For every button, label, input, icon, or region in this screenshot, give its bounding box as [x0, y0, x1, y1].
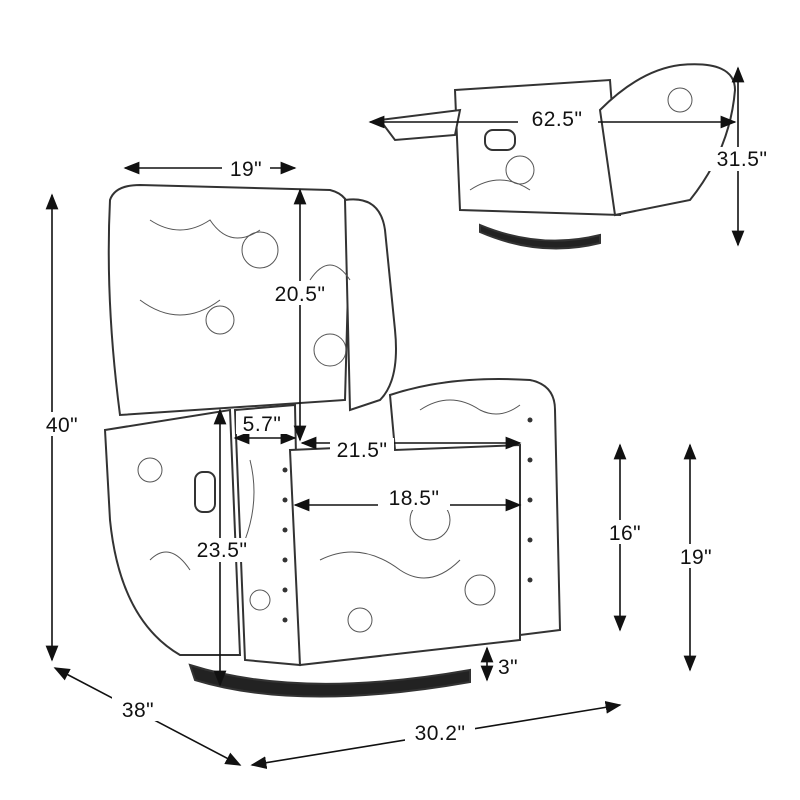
dimension-labels: 19" 20.5" 40" 5.7" 21.5" 18.5" 23.5" 16"…: [38, 107, 778, 745]
reclined-height-label: 31.5": [717, 148, 768, 171]
overall-height-label: 40": [46, 414, 78, 437]
seat-height-label: 19": [680, 546, 712, 569]
seat-depth-height-label: 16": [609, 522, 641, 545]
arm-width-label: 5.7": [243, 413, 282, 436]
depth-label: 38": [122, 699, 154, 722]
seat-inner-width-label: 18.5": [389, 487, 440, 510]
reclined-length-label: 62.5": [532, 108, 583, 131]
back-height-label: 20.5": [275, 283, 326, 306]
top-width-label: 19": [230, 158, 262, 181]
overall-width-label: 30.2": [415, 722, 466, 745]
reclined-chair-illustration: [378, 63, 737, 250]
arm-height-label: 23.5": [197, 539, 248, 562]
base-clearance-label: 3": [498, 656, 518, 679]
seat-width-label: 21.5": [337, 439, 388, 462]
